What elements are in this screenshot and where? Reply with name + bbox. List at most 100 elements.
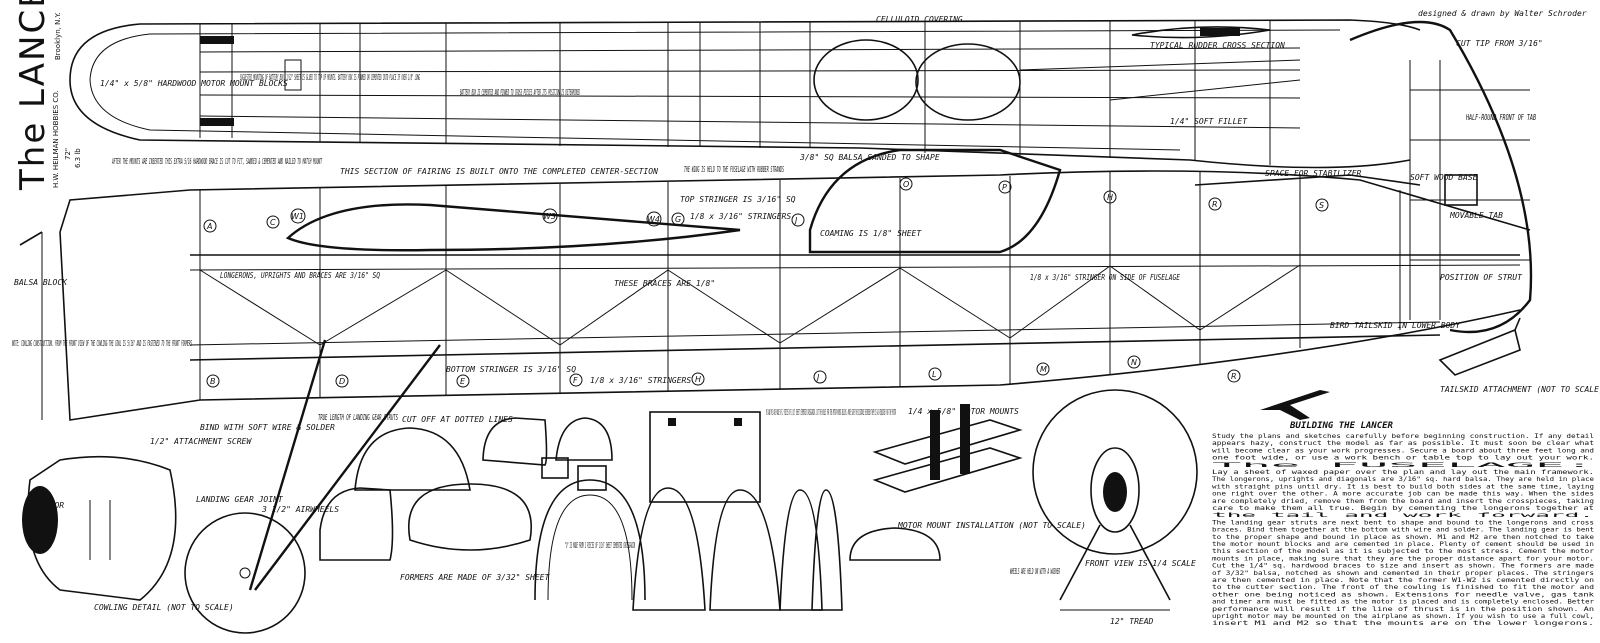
- movable-tab-note: MOVABLE TAB: [1449, 211, 1503, 220]
- instruction-line: will become clear as your work progresse…: [1212, 446, 1594, 454]
- instruction-line: appears hazy, construct the model as far…: [1212, 439, 1594, 447]
- position-strut-note: POSITION OF STRUT: [1440, 273, 1523, 282]
- fairing-note: THIS SECTION OF FAIRING IS BUILT ONTO TH…: [340, 167, 658, 176]
- balsa-block-note: BALSA BLOCK: [14, 278, 68, 287]
- stringers-note: 1/8 x 3/16" STRINGERS: [690, 212, 791, 221]
- balsa-sanded-note: 3/8" SQ BALSA SANDED TO SHAPE: [799, 153, 940, 162]
- rudder-cross-section: [1131, 26, 1271, 39]
- stringers-bottom-note: 1/8 x 3/16" STRINGERS: [590, 376, 691, 385]
- instruction-line: The FUSELAGE:: [1212, 461, 1594, 469]
- svg-text:R: R: [1231, 372, 1237, 381]
- tread-note: 12" TREAD: [1110, 617, 1154, 626]
- battery-box-note: BATTERY BOX IS CEMENTED AND PINNED TO CR…: [460, 88, 580, 97]
- wingspan-label: 72": [64, 148, 72, 160]
- instruction-line: one right over the other. A more accurat…: [1212, 490, 1594, 498]
- svg-text:G: G: [675, 215, 681, 224]
- svg-text:P: P: [1002, 183, 1007, 192]
- svg-text:S: S: [1319, 201, 1324, 210]
- building-instructions: BUILDING THE LANCER Study the plans and …: [1212, 421, 1594, 627]
- svg-text:O: O: [903, 180, 909, 189]
- hardwood-blocks-note: 1/4" x 5/8" HARDWOOD MOTOR MOUNT BLOCKS: [100, 79, 288, 88]
- coaming-note: COAMING IS 1/8" SHEET: [820, 229, 922, 238]
- svg-text:J: J: [815, 373, 820, 382]
- svg-text:W1: W1: [291, 212, 304, 221]
- landing-gear-struts: [184, 339, 441, 634]
- soft-wire-note: BIND WITH SOFT WIRE & SOLDER: [200, 423, 335, 432]
- instruction-line: are completely dried, remove them from t…: [1212, 497, 1594, 505]
- formers-note: FORMERS ARE MADE OF 3/32" SHEET: [400, 573, 550, 582]
- instruction-line: are then cemented in place. Note that th…: [1212, 576, 1594, 584]
- cowling-detail-note: COWLING DETAIL (NOT TO SCALE): [94, 603, 234, 612]
- instruction-line: with straight pins until dry. It is best…: [1212, 482, 1594, 490]
- svg-text:M: M: [1040, 365, 1047, 374]
- motor-install-note: MOTOR MOUNT INSTALLATION (NOT TO SCALE): [897, 521, 1086, 530]
- instruction-line: insert M1 and M2 so that the mounts are …: [1212, 619, 1594, 627]
- cut-off-note: CUT OFF AT DOTTED LINES: [402, 415, 513, 424]
- publisher-name: H.W. HEILMAN HOBBIES CO.: [52, 90, 60, 188]
- instruction-line: this section of the model as it is subje…: [1212, 547, 1594, 555]
- instruction-line: The longerons, uprights and diagonals ar…: [1212, 475, 1594, 483]
- svg-text:D: D: [339, 377, 345, 386]
- publisher-city: Brooklyn, N.Y.: [54, 12, 62, 60]
- instruction-line: The landing gear struts are next bent to…: [1212, 518, 1594, 526]
- cowling-detail: [22, 455, 177, 601]
- station-markers: A C W1 W3 W4 G J O P H R S B D E F H J L…: [203, 177, 1329, 388]
- tailskid-attachment: [1438, 317, 1521, 376]
- rudder-section-note: TYPICAL RUDDER CROSS SECTION: [1150, 41, 1285, 50]
- motor-mount-sketch: [872, 404, 1023, 493]
- bird-tailskid-note: BIRD TAILSKID IN LOWER BODY: [1330, 321, 1461, 330]
- fuselage-top-view: [69, 19, 1421, 169]
- stringer-side-note: 1/8 x 3/16" STRINGER ON SIDE OF FUSELAGE: [1030, 273, 1180, 282]
- instruction-line: other one being noticed as shown. Extens…: [1212, 590, 1594, 598]
- designer-signature: designed & drawn by Walter Schroder: [1418, 9, 1587, 18]
- svg-text:E: E: [460, 377, 466, 386]
- wheels-held-note: WHEELS ARE HELD ON WITH A WASHER: [1010, 567, 1060, 576]
- after-mounts-note: AFTER THE MOUNTS ARE INSERTED THIS EXTRA…: [112, 157, 323, 166]
- title-block: The LANCER H.W. HEILMAN HOBBIES CO. Broo…: [13, 0, 82, 191]
- instruction-line: the tail and work forward.: [1212, 511, 1594, 519]
- svg-text:H: H: [695, 375, 701, 384]
- svg-text:H: H: [1107, 193, 1113, 202]
- instruction-line: of 3/32" balsa, notched as shown and cem…: [1212, 569, 1594, 577]
- space-stabilizer-note: SPACE FOR STABILIZER: [1265, 169, 1362, 178]
- cowling-construction-note: NOTE: COWLING CONSTRUCTION. FROM THE FRO…: [12, 339, 192, 348]
- uprights-note: LONGERONS, UPRIGHTS AND BRACES ARE 3/16"…: [220, 271, 380, 280]
- formers: [319, 411, 941, 611]
- m1-m2-note: M1 AND M2 ARE MADE OF 2 PIECES OF 1/16" …: [766, 408, 896, 417]
- true-length-note: TRUE LENGTH OF LANDING GEAR STRUTS: [318, 413, 398, 422]
- fillet-note: 1/4" SOFT FILLET: [1170, 117, 1248, 126]
- instruction-line: mounts in place, making sure that they a…: [1212, 554, 1594, 562]
- front-view-note: FRONT VIEW IS 1/4 SCALE: [1085, 559, 1196, 568]
- svg-text:W4: W4: [647, 215, 660, 224]
- instruction-line: and timer arm must be fitted as the moto…: [1212, 598, 1594, 606]
- instruction-line: Cut the 1/4" sq. hardwood braces to size…: [1212, 562, 1594, 570]
- svg-text:R: R: [1212, 200, 1218, 209]
- instruction-line: care to make them all true. Begin by cem…: [1212, 504, 1594, 512]
- svg-text:W3: W3: [543, 212, 556, 221]
- instruction-line: the motor mount blocks and are cemented …: [1212, 540, 1594, 548]
- instruction-line: to the proper shape and bound in place a…: [1212, 533, 1594, 541]
- svg-text:N: N: [1131, 358, 1137, 367]
- instructions-heading: BUILDING THE LANCER: [1289, 421, 1394, 431]
- celluloid-note: CELLULOID COVERING: [876, 15, 963, 24]
- braces-note: THESE BRACES ARE 1/8": [614, 279, 715, 288]
- svg-text:L: L: [932, 370, 936, 379]
- svg-text:A: A: [206, 222, 212, 231]
- half-round-note: HALF-ROUND FRONT OF TAB: [1465, 113, 1536, 122]
- plan-title: The LANCER: [13, 0, 53, 191]
- cut-tip-note: CUT TIP FROM 3/16": [1456, 39, 1543, 48]
- wing-held-note: THE WING IS HELD TO THE FUSELAGE WITH RU…: [684, 165, 784, 174]
- svg-text:F: F: [573, 376, 578, 385]
- svg-text:J: J: [793, 216, 798, 225]
- front-view: [1032, 389, 1198, 611]
- instruction-line: Study the plans and sketches carefully b…: [1212, 432, 1594, 440]
- weight-label: 6.3 lb: [74, 148, 82, 168]
- instruction-line: Lay a sheet of waxed paper over the plan…: [1212, 468, 1594, 476]
- instruction-line: braces. Bind them together at the bottom…: [1212, 526, 1594, 534]
- tailskid-note: TAILSKID ATTACHMENT (NOT TO SCALE): [1440, 385, 1600, 394]
- o-made-note: "O" IS MADE FROM 2 PIECES OF 1/16" SHEET…: [565, 541, 635, 550]
- bottom-stringer-note: BOTTOM STRINGER IS 3/16" SQ: [446, 365, 576, 374]
- top-stringer-note: TOP STRINGER IS 3/16" SQ: [680, 195, 796, 204]
- attachment-screw-note: 1/2" ATTACHMENT SCREW: [150, 437, 252, 446]
